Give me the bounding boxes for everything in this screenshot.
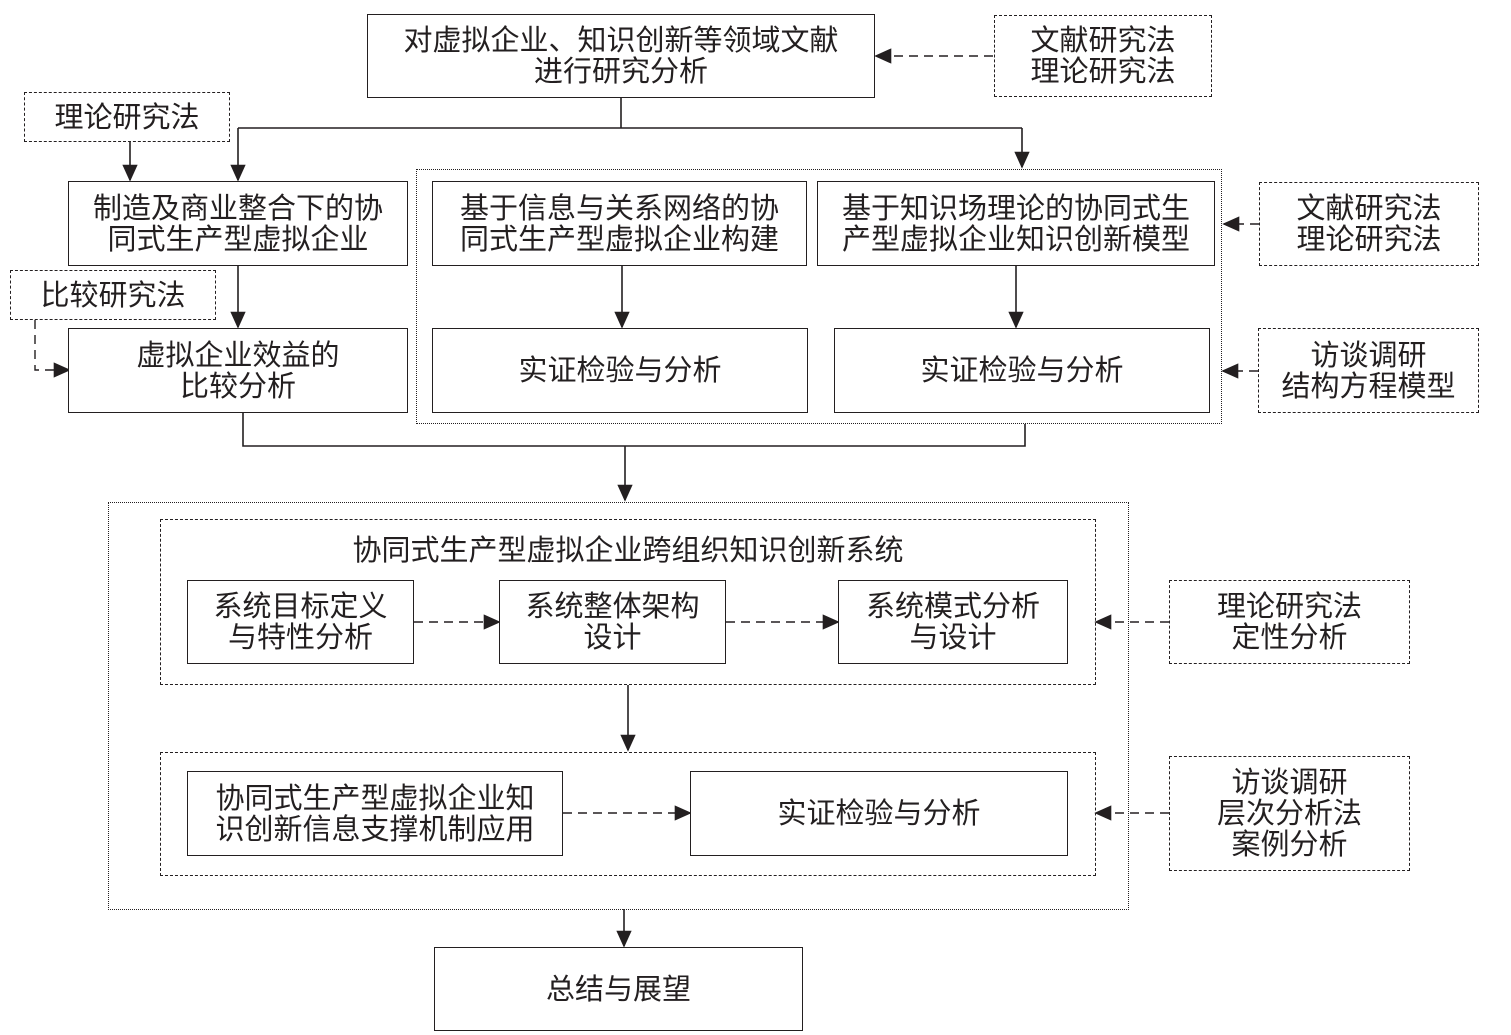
merge-connector (242, 413, 1026, 447)
survey-to-branches-connector (238, 98, 1022, 129)
box-text-line: 系统目标定义 (213, 589, 388, 623)
architecture-design-box: 系统整体架构设计 (499, 580, 726, 664)
box-text-line: 制造及商业整合下的协 (92, 190, 383, 225)
box-text-line: 产型虚拟企业知识创新模型 (841, 221, 1190, 256)
box-text-line: 结构方程模型 (1281, 368, 1456, 403)
system-design-group: 协同式生产型虚拟企业跨组织知识创新系统 (160, 519, 1096, 685)
application-methods-box: 访谈调研层次分析法案例分析 (1169, 756, 1410, 871)
box-text-line: 系统模式分析 (865, 589, 1040, 623)
box-text-line: 访谈调研 (1231, 765, 1348, 799)
theory-method-box: 理论研究法 (24, 92, 230, 142)
box-text-line: 对虚拟企业、知识创新等领域文献 (403, 23, 839, 57)
box-text-line: 理论研究法 (54, 99, 200, 134)
vo-construction-box: 基于信息与关系网络的协同式生产型虚拟企业构建 (432, 181, 807, 266)
box-text-line: 总结与展望 (545, 971, 691, 1006)
box-text-line: 进行研究分析 (533, 54, 708, 88)
goal-definition-box: 系统目标定义与特性分析 (187, 580, 414, 664)
box-text-line: 协同式生产型虚拟企业知 (215, 780, 535, 815)
application-group (160, 752, 1096, 876)
middle-research-group (416, 169, 1222, 424)
summary-box: 总结与展望 (434, 947, 803, 1031)
box-text-line: 文献研究法 (1030, 23, 1176, 57)
knowledge-model-box: 基于知识场理论的协同式生产型虚拟企业知识创新模型 (817, 181, 1215, 266)
box-text-line: 基于信息与关系网络的协 (459, 190, 779, 225)
verification-methods-box: 访谈调研结构方程模型 (1258, 328, 1479, 413)
manufacturing-vo-box: 制造及商业整合下的协同式生产型虚拟企业 (68, 181, 408, 266)
box-text-line: 理论研究法 (1030, 54, 1176, 88)
box-text-line: 与特性分析 (227, 620, 373, 654)
box-text-line: 设计 (583, 620, 642, 654)
box-text-line: 案例分析 (1231, 827, 1348, 861)
box-text-line: 理论研究法 (1296, 222, 1442, 256)
system-methods-box: 理论研究法定性分析 (1169, 580, 1410, 664)
arrow-compare-to-benefit (34, 320, 71, 378)
box-text-line: 实证检验与分析 (777, 796, 981, 830)
box-text-line: 比较分析 (179, 368, 296, 403)
box-text-line: 同式生产型虚拟企业构建 (459, 221, 779, 256)
box-text-line: 文献研究法 (1296, 191, 1442, 225)
box-text-line: 实证检验与分析 (518, 353, 722, 387)
benefit-analysis-box: 虚拟企业效益的比较分析 (68, 328, 408, 413)
box-text-line: 理论研究法 (1216, 589, 1362, 623)
system-group-title: 协同式生产型虚拟企业跨组织知识创新系统 (352, 533, 904, 567)
comparison-method-box: 比较研究法 (10, 270, 216, 320)
survey-methods-box: 文献研究法理论研究法 (994, 15, 1212, 97)
box-text-line: 比较研究法 (40, 277, 186, 312)
literature-survey-box: 对虚拟企业、知识创新等领域文献进行研究分析 (367, 14, 875, 98)
system-design-outer-group (108, 502, 1129, 910)
verification-box-right: 实证检验与分析 (834, 328, 1210, 413)
box-text-line: 同式生产型虚拟企业 (107, 221, 369, 256)
box-text-line: 定性分析 (1231, 620, 1348, 654)
box-text-line: 基于知识场理论的协同式生 (841, 190, 1190, 225)
box-text-line: 与设计 (909, 620, 997, 654)
box-text-line: 访谈调研 (1310, 337, 1427, 372)
pattern-analysis-box: 系统模式分析与设计 (838, 580, 1068, 664)
application-verification-box: 实证检验与分析 (690, 771, 1068, 856)
model-methods-box: 文献研究法理论研究法 (1259, 182, 1479, 266)
box-text-line: 虚拟企业效益的 (136, 337, 340, 372)
support-mechanism-box: 协同式生产型虚拟企业知识创新信息支撑机制应用 (187, 771, 563, 856)
box-text-line: 识创新信息支撑机制应用 (215, 811, 535, 846)
box-text-line: 系统整体架构 (525, 589, 700, 623)
box-text-line: 实证检验与分析 (920, 353, 1124, 387)
box-text-line: 层次分析法 (1216, 796, 1362, 830)
verification-box-left: 实证检验与分析 (432, 328, 808, 413)
